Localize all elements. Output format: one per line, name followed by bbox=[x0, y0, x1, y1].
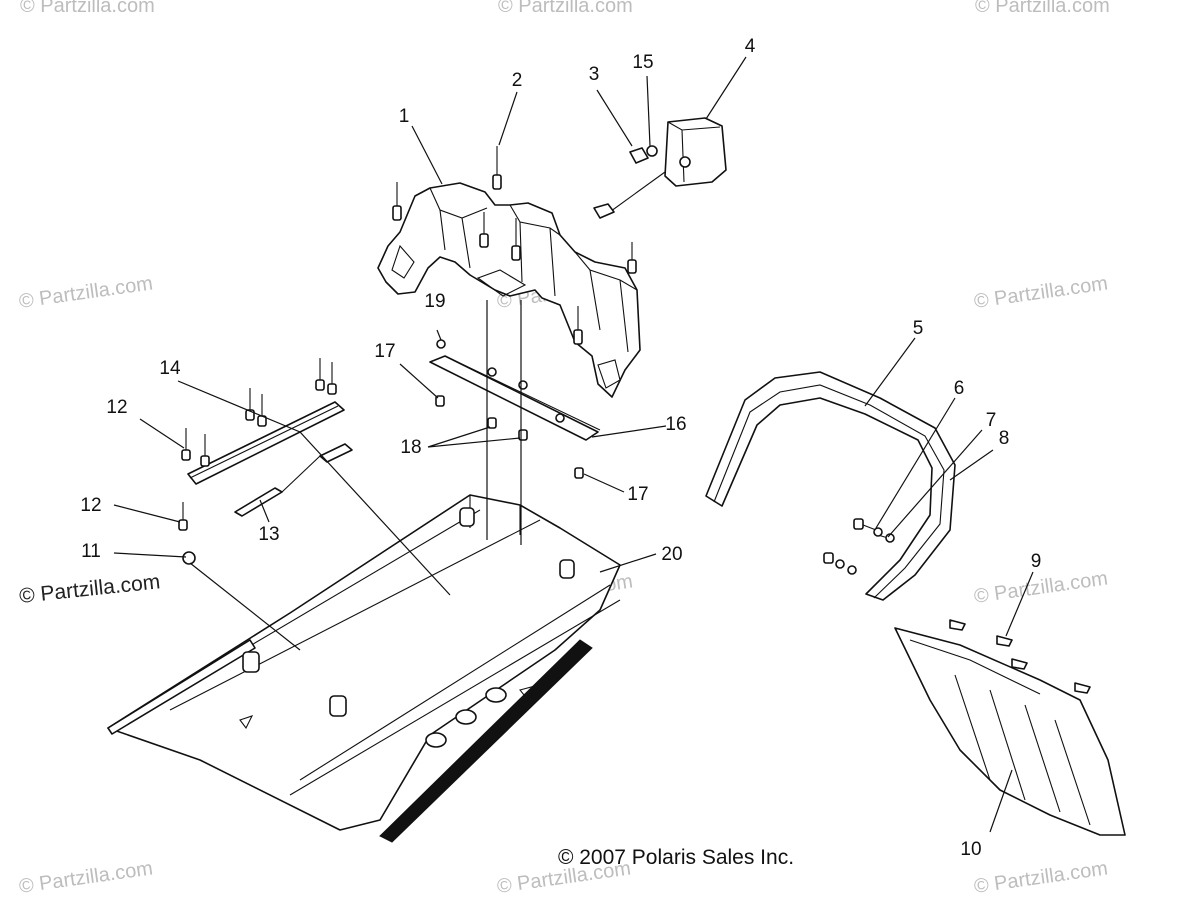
watermark: © Partzilla.com bbox=[18, 570, 161, 608]
watermark: © Partzilla.com bbox=[973, 567, 1110, 608]
label-17: 17 bbox=[374, 341, 395, 362]
label-4: 4 bbox=[745, 36, 756, 57]
label-20: 20 bbox=[661, 544, 682, 565]
label-8: 8 bbox=[999, 428, 1010, 449]
label-16: 16 bbox=[665, 414, 686, 435]
part-5-grab-bar bbox=[705, 371, 956, 601]
label-10: 10 bbox=[960, 839, 981, 860]
label-15: 15 bbox=[632, 52, 653, 73]
watermark: © Partzilla.com bbox=[18, 272, 155, 313]
part-4-tail-light bbox=[593, 117, 727, 219]
label-2: 2 bbox=[512, 70, 523, 91]
label-9: 9 bbox=[1031, 551, 1042, 572]
label-12: 12 bbox=[106, 397, 127, 418]
label-18: 18 bbox=[400, 437, 421, 458]
part-20-tunnel bbox=[107, 494, 621, 843]
label-5: 5 bbox=[913, 318, 924, 339]
watermark: © Partzilla.com bbox=[973, 857, 1110, 898]
part-11-grommet bbox=[182, 551, 196, 565]
part-16-bracket bbox=[429, 339, 601, 441]
label-6: 6 bbox=[954, 378, 965, 399]
label-1: 1 bbox=[399, 106, 410, 127]
watermark: © Partzilla.com bbox=[498, 0, 633, 17]
label-17: 17 bbox=[627, 484, 648, 505]
label-12: 12 bbox=[80, 495, 101, 516]
part-1-rear-cover bbox=[377, 182, 641, 398]
label-3: 3 bbox=[589, 64, 600, 85]
label-7: 7 bbox=[986, 410, 997, 431]
part-labels: 1 2 3 4 15 5 6 7 8 9 10 11 12 12 13 14 1… bbox=[80, 36, 1041, 860]
label-11: 11 bbox=[81, 541, 101, 562]
part-14-rail bbox=[178, 358, 353, 531]
label-13: 13 bbox=[258, 524, 279, 545]
watermark: © Partzilla.com bbox=[18, 857, 155, 898]
copyright-notice: © 2007 Polaris Sales Inc. bbox=[558, 846, 794, 869]
label-14: 14 bbox=[159, 358, 181, 379]
watermark: © Partzilla.com bbox=[20, 0, 155, 17]
label-19: 19 bbox=[424, 291, 445, 312]
part-2-rivets bbox=[392, 146, 637, 345]
watermark: © Partzilla.com bbox=[973, 272, 1110, 313]
watermark: © Partzilla.com bbox=[975, 0, 1110, 17]
part-10-snow-flap bbox=[894, 619, 1126, 836]
leader-lines bbox=[113, 56, 1034, 833]
